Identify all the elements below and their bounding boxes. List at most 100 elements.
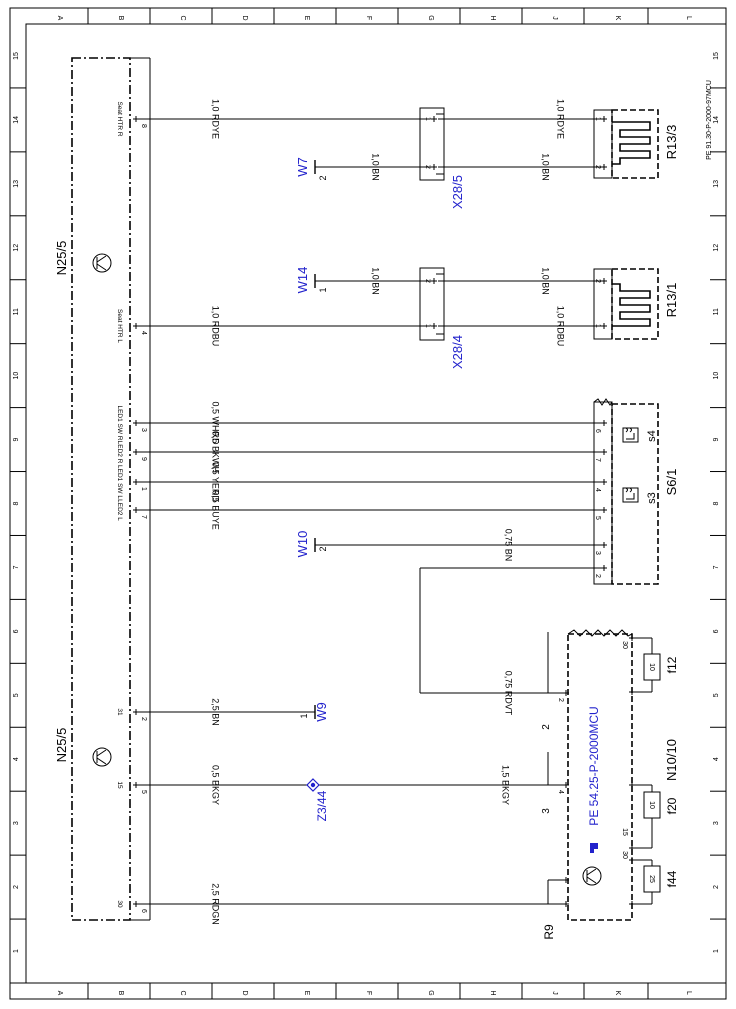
wire-label: 0,5 YERD <box>211 462 221 502</box>
r13-1-label: R13/1 <box>664 283 679 318</box>
f20-label: f20 <box>665 797 679 814</box>
grid-column-label: D <box>241 990 248 995</box>
wire-label: 1,0 BN <box>541 267 551 295</box>
n25-pin-label: 31 <box>116 708 123 716</box>
grid-row-label: 5 <box>713 693 720 697</box>
s6-1-label: S6/1 <box>664 469 679 496</box>
n25-pin-number: 3 <box>140 428 147 432</box>
seat-heater-icon <box>622 487 639 503</box>
terminal-tick <box>629 782 635 788</box>
f12-label: f12 <box>665 656 679 673</box>
n10-side-pin-2: 2 <box>541 724 552 730</box>
n25-pin-label: LED1 SW L <box>116 465 123 499</box>
f44-label: f44 <box>665 870 679 887</box>
grid-row-label: 7 <box>13 565 20 569</box>
terminal-tick <box>601 565 607 571</box>
grid-row-label: 6 <box>13 629 20 633</box>
n25-pin-number: 4 <box>140 331 147 335</box>
grid-row-label: 13 <box>713 180 720 188</box>
grid-row-label: 12 <box>13 244 20 252</box>
r13-3-pin: 2 <box>594 165 601 169</box>
terminal-tick <box>629 857 635 863</box>
ground-w10-label: W10 <box>295 531 310 558</box>
n25-pin-number: 2 <box>140 717 147 721</box>
grid-row-label: 4 <box>13 757 20 761</box>
n25-pin-label: 15 <box>116 781 123 789</box>
n25-pin-number: 8 <box>140 124 147 128</box>
grid-row-label: 9 <box>13 438 20 442</box>
wire-label: 1,0 RDYE <box>556 99 566 139</box>
grid-column-label: E <box>303 991 310 996</box>
grid-row-label: 13 <box>13 180 20 188</box>
r13-1-pin: 1 <box>594 324 601 328</box>
ground-w9-pin: 1 <box>299 713 309 718</box>
terminal-tick <box>601 507 607 513</box>
n10-10-label: N10/10 <box>664 739 679 781</box>
grid-row-label: 8 <box>13 501 20 505</box>
seat-heater-icon <box>622 427 639 443</box>
n25-5-label-upper: N25/5 <box>54 241 69 276</box>
grid-row-label: 3 <box>713 821 720 825</box>
grid-column-label: F <box>365 991 372 995</box>
x28-5-label: X28/5 <box>450 175 465 209</box>
grid-row-label: 10 <box>713 372 720 380</box>
n25-pin-number: 5 <box>140 790 147 794</box>
r13-1-heater <box>593 268 659 340</box>
grid-row-label: 1 <box>13 949 20 953</box>
terminal-tick <box>629 901 635 907</box>
wire-label: 0,5 WHRD <box>211 401 221 445</box>
n25-5-control-unit <box>71 57 151 921</box>
terminal-tick <box>133 323 139 329</box>
terminal-tick <box>431 323 437 329</box>
s6-1-pin: 6 <box>594 429 601 433</box>
n10-10-module <box>547 629 633 921</box>
n25-pin-label: 30 <box>116 900 123 908</box>
n10-10-pin: 2 <box>557 698 564 702</box>
grid-column-label: C <box>179 990 186 995</box>
terminal-tick <box>133 709 139 715</box>
terminal-tick <box>563 690 569 696</box>
fuse-f12 <box>632 637 661 693</box>
terminal-tick <box>133 449 139 455</box>
grid-row-label: 15 <box>13 52 20 60</box>
n25-pin-number: 7 <box>140 515 147 519</box>
grid-row-label: 2 <box>13 885 20 889</box>
terminal-tick <box>133 420 139 426</box>
grid-row-label: 11 <box>713 308 720 315</box>
x28-4-label: X28/4 <box>450 335 465 369</box>
fuse-terminal: 30 <box>621 851 628 859</box>
terminal-tick <box>133 507 139 513</box>
terminal-tick <box>133 782 139 788</box>
x28-4-pin: 2 <box>424 279 431 283</box>
pe-reference-link[interactable]: PE 54.25-P-2000MCU <box>587 706 601 825</box>
x28-5-pin: 2 <box>424 165 431 169</box>
n25-pin-label: LED2 L <box>116 499 123 521</box>
s6-1-pin: 7 <box>594 458 601 462</box>
fuse-f44-rating: 25 <box>648 875 655 883</box>
grid-column-label: B <box>117 991 124 996</box>
transistor-icon <box>92 747 112 767</box>
wire-label: 1,0 BN <box>541 153 551 181</box>
grid-column-label: F <box>365 16 372 20</box>
grid-column-label: K <box>614 16 621 21</box>
grid-row-label: 14 <box>713 116 720 124</box>
grid-column-label: K <box>614 991 621 996</box>
x28-4-pin: 1 <box>424 324 431 328</box>
s4-label: s4 <box>646 430 658 442</box>
r13-3-label: R13/3 <box>664 125 679 160</box>
terminal-tick <box>629 635 635 641</box>
grid-row-label: 12 <box>713 244 720 252</box>
ground-w7-label: W7 <box>295 157 310 177</box>
wire-label: 1,0 RDYE <box>211 99 221 139</box>
grid-column-label: B <box>117 16 124 21</box>
terminal-tick <box>133 479 139 485</box>
terminal-tick <box>563 901 569 907</box>
grid-row-label: 4 <box>713 757 720 761</box>
grid-row-label: 15 <box>713 52 720 60</box>
grid-row-label: 10 <box>13 372 20 380</box>
wire-label: 1,5 BKGY <box>501 765 511 805</box>
